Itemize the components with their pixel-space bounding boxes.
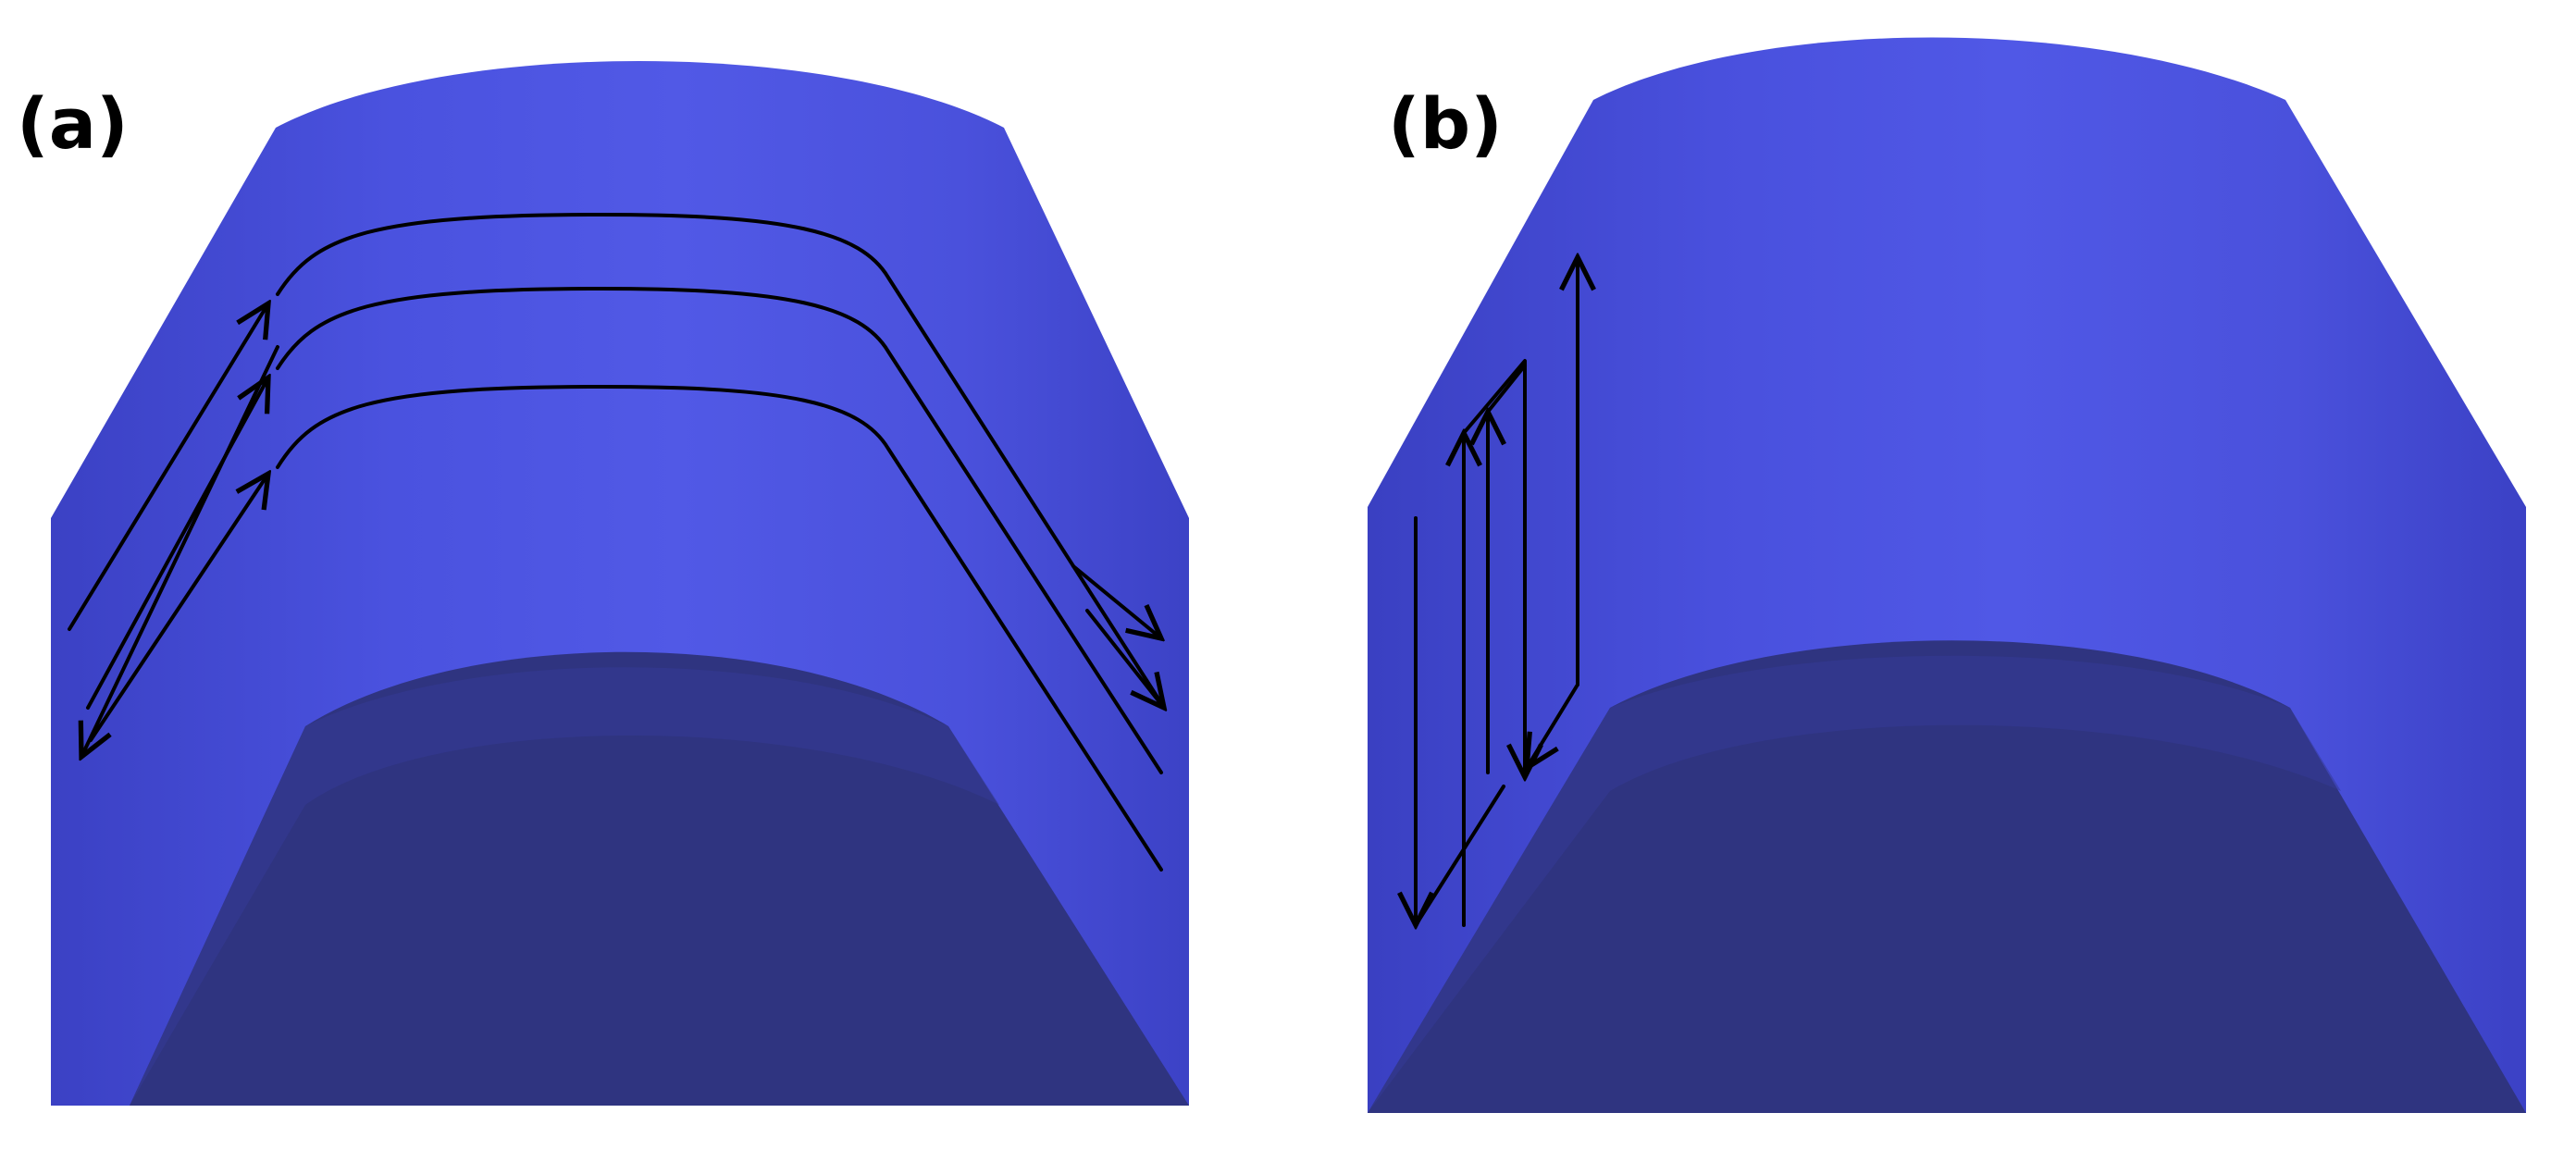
panel-a-scan-path [68, 213, 1164, 872]
panel-b: (b) [1368, 37, 2526, 1113]
scan-down-arrow-1 [81, 345, 279, 757]
scan-diagonal-link [1486, 364, 1527, 414]
scan-pass-1 [276, 213, 1163, 705]
panel-b-scan-path [1416, 257, 1578, 925]
scan-down-arrow-3 [1085, 609, 1164, 708]
panel-a-end-face-bevel [130, 667, 999, 1106]
scan-down-line-2 [1414, 785, 1505, 927]
scan-up-arrow-3 [89, 474, 268, 742]
panel-a: (a) [17, 61, 1189, 1106]
scan-pass-2 [276, 287, 1163, 774]
panel-b-label: (b) [1388, 82, 1503, 165]
scan-down-arrow-2 [1071, 564, 1161, 638]
panel-b-end-face-bevel [1368, 655, 2341, 1113]
panel-a-label: (a) [17, 82, 129, 165]
scan-pass-3 [276, 385, 1163, 872]
scan-up-arrow-1 [68, 303, 268, 631]
